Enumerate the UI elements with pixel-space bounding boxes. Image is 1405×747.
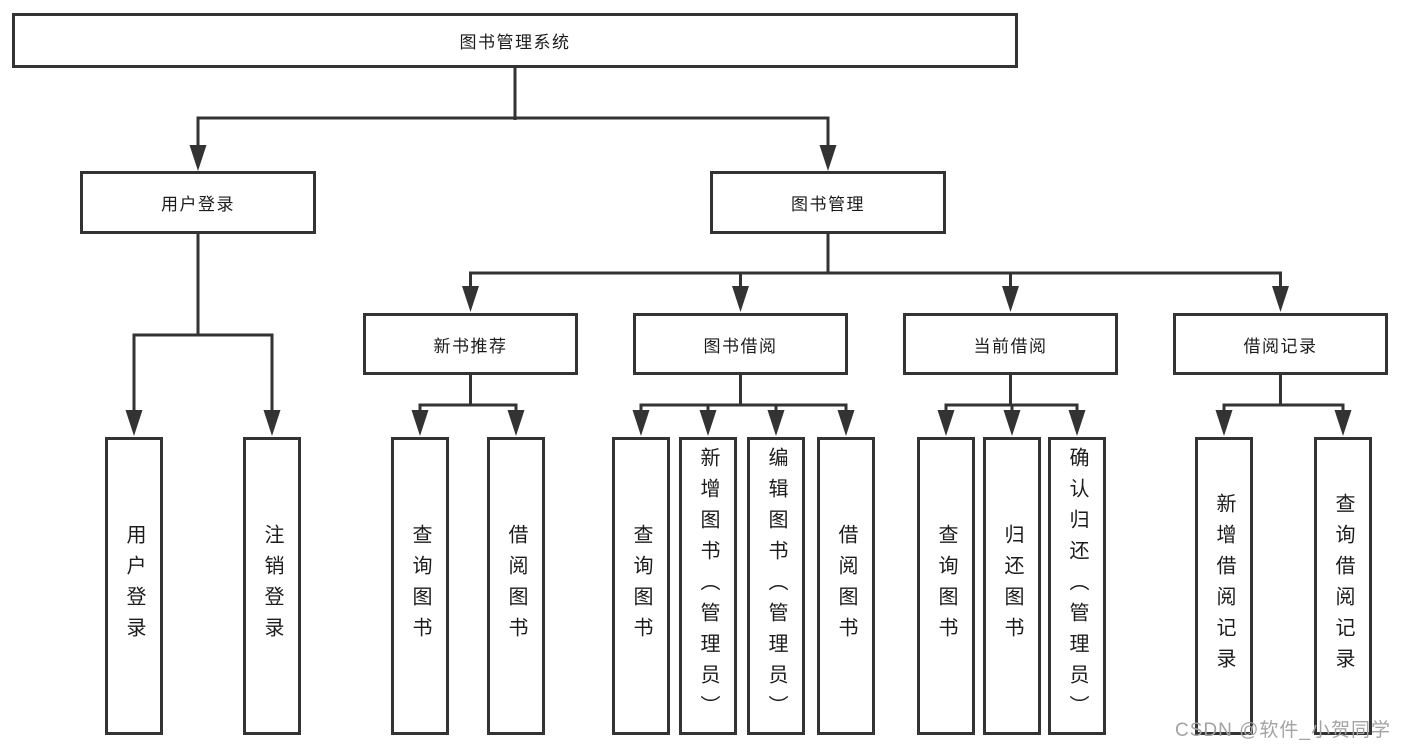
csdn-watermark: CSDN @软件_小贺同学 — [1175, 720, 1391, 741]
node-book-management-branch: 图书管理 — [710, 171, 946, 234]
node-user-login-branch: 用户登录 — [80, 171, 316, 234]
leaf-borrow-books-recommend: 借阅图书 — [487, 437, 545, 735]
leaf-query-books-current: 查询图书 — [917, 437, 975, 735]
node-new-book-recommendation: 新书推荐 — [363, 313, 578, 375]
leaf-query-borrow-record: 查询借阅记录 — [1314, 437, 1372, 735]
leaf-confirm-return-admin: 确认归还（管理员） — [1048, 437, 1106, 735]
node-borrowing-records: 借阅记录 — [1173, 313, 1388, 375]
leaf-edit-book-admin: 编辑图书（管理员） — [747, 437, 805, 735]
node-root-library-management-system: 图书管理系统 — [12, 13, 1018, 68]
leaf-query-books-recommend: 查询图书 — [391, 437, 449, 735]
leaf-add-book-admin: 新增图书（管理员） — [679, 437, 737, 735]
leaf-add-borrow-record: 新增借阅记录 — [1195, 437, 1253, 735]
node-book-borrowing: 图书借阅 — [633, 313, 848, 375]
leaf-logout: 注销登录 — [243, 437, 301, 735]
leaf-query-books-borrowing: 查询图书 — [612, 437, 670, 735]
leaf-user-login: 用户登录 — [105, 437, 163, 735]
leaf-borrow-books-borrowing: 借阅图书 — [817, 437, 875, 735]
node-current-borrowing: 当前借阅 — [903, 313, 1118, 375]
leaf-return-book: 归还图书 — [983, 437, 1041, 735]
